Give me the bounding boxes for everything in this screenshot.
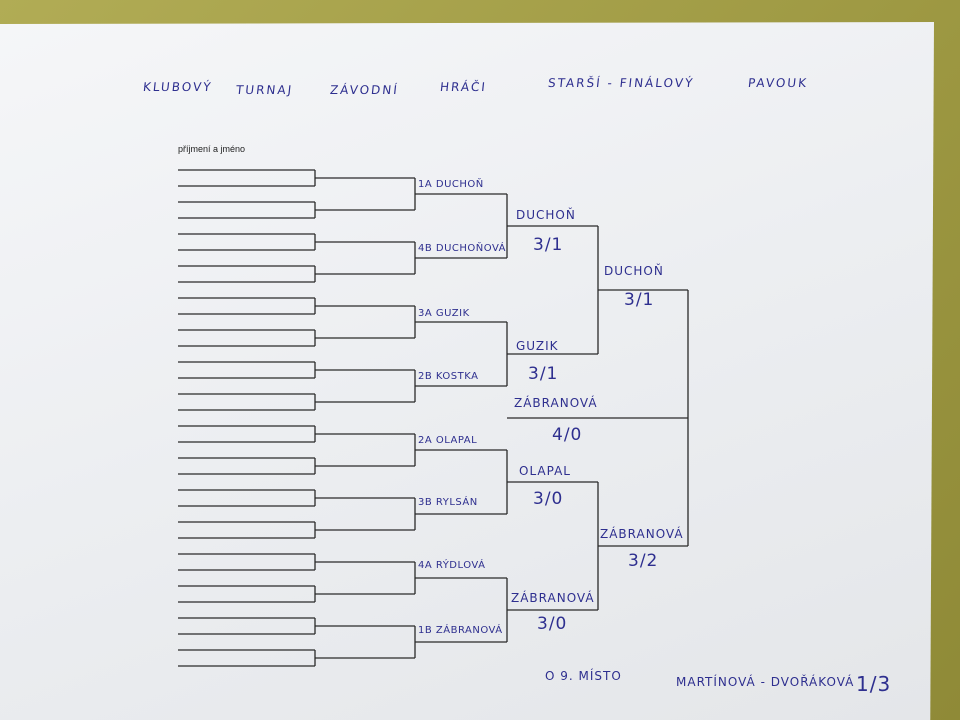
place-note: O 9. MÍSTO bbox=[545, 669, 622, 683]
r1-winner-4: 2B KOSTKA bbox=[418, 371, 479, 382]
semi-score-1: 3/1 bbox=[624, 290, 655, 310]
r2-score-1: 3/1 bbox=[533, 235, 564, 255]
semi-winner-2: ZÁBRANOVÁ bbox=[600, 527, 684, 541]
r1-winner-2: 4B DUCHOŇOVÁ bbox=[418, 243, 507, 254]
placement-match: MARTÍNOVÁ - DVOŘÁKOVÁ bbox=[676, 675, 855, 689]
form-label: příjmení a jméno bbox=[178, 144, 246, 154]
r2-winner-3: OLAPAL bbox=[519, 464, 571, 478]
r2-score-2: 3/1 bbox=[528, 364, 559, 384]
r1-winner-7: 4A RÝDLOVÁ bbox=[418, 560, 486, 571]
r2-winner-2: GUZIK bbox=[516, 339, 559, 353]
semi-score-2: 3/2 bbox=[628, 551, 659, 571]
r2-winner-4: ZÁBRANOVÁ bbox=[511, 591, 595, 605]
final-winner: ZÁBRANOVÁ bbox=[514, 396, 598, 410]
r1-winner-3: 3A GUZIK bbox=[418, 308, 470, 319]
r2-winner-1: DUCHOŇ bbox=[516, 208, 576, 222]
r1-winner-1: 1A DUCHOŇ bbox=[418, 179, 484, 190]
semi-winner-1: DUCHOŇ bbox=[604, 264, 664, 278]
placement-score: 1/3 bbox=[856, 672, 892, 696]
r1-winner-5: 2A OLAPAL bbox=[418, 435, 478, 446]
r1-winner-8: 1B ZÁBRANOVÁ bbox=[418, 625, 503, 636]
r1-winner-6: 3B RYLSÁN bbox=[418, 497, 478, 508]
final-score: 4/0 bbox=[552, 425, 583, 445]
r2-score-4: 3/0 bbox=[537, 614, 568, 634]
r2-score-3: 3/0 bbox=[533, 489, 564, 509]
bracket-sheet bbox=[0, 22, 934, 720]
